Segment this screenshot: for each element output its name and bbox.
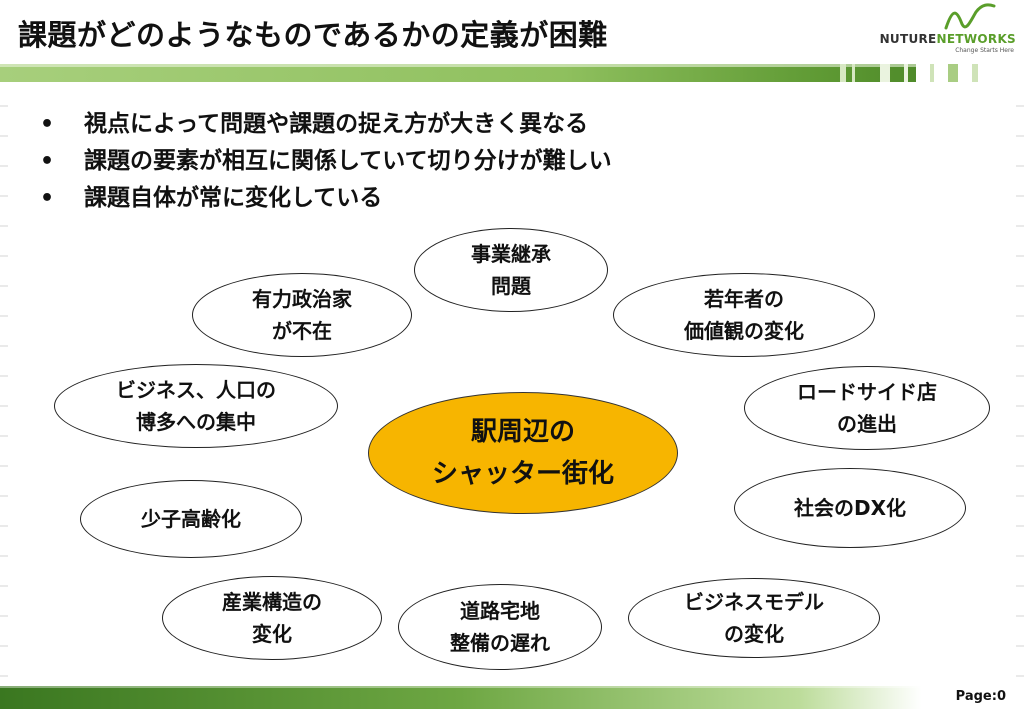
bullet-dot: • [40, 186, 55, 211]
node-no-politician: 有力政治家 が不在 [192, 273, 412, 357]
node-declining-birthrate: 少子高齢化 [80, 480, 302, 558]
logo-mark-icon [944, 3, 996, 30]
node-road-housing: 道路宅地 整備の遅れ [398, 584, 602, 670]
node-social-dx: 社会のDX化 [734, 468, 966, 548]
left-ruler [0, 105, 8, 677]
right-ruler [1016, 105, 1024, 677]
node-industrial-structure: 産業構造の 変化 [162, 576, 382, 660]
header-band [0, 64, 1024, 82]
bullet-item: •課題自体が常に変化している [40, 180, 612, 217]
node-roadside-stores: ロードサイド店 の進出 [744, 366, 990, 450]
bullet-dot: • [40, 149, 55, 174]
node-business-model: ビジネスモデル の変化 [628, 578, 880, 658]
bullet-list: •視点によって問題や課題の捉え方が大きく異なる •課題の要素が相互に関係していて… [40, 106, 612, 217]
node-business-succession: 事業継承 問題 [414, 228, 608, 312]
bullet-dot: • [40, 112, 55, 137]
center-issue-ellipse: 駅周辺の シャッター街化 [368, 392, 678, 514]
bullet-item: •課題の要素が相互に関係していて切り分けが難しい [40, 143, 612, 180]
page-title: 課題がどのようなものであるかの定義が困難 [18, 18, 608, 52]
node-young-values: 若年者の 価値観の変化 [613, 273, 875, 357]
bullet-item: •視点によって問題や課題の捉え方が大きく異なる [40, 106, 612, 143]
company-logo: NUTURENETWORKS Change Starts Here [880, 2, 1020, 58]
page-number: Page:0 [955, 689, 1006, 704]
node-business-concentration: ビジネス、人口の 博多への集中 [54, 364, 338, 448]
logo-tagline: Change Starts Here [955, 47, 1014, 54]
logo-name: NUTURENETWORKS [879, 32, 1016, 46]
footer-band [0, 686, 1024, 709]
